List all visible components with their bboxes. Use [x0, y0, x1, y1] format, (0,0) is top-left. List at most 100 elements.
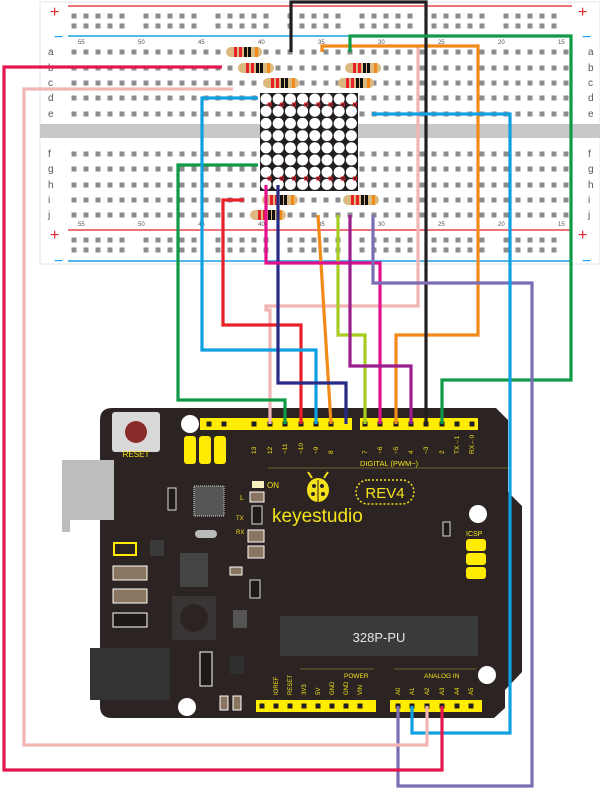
- power-pin[interactable]: [315, 703, 321, 709]
- rail-hole: [467, 247, 473, 253]
- digital-pin[interactable]: [454, 421, 460, 427]
- rail-hole: [71, 23, 77, 29]
- led-matrix: [260, 93, 358, 191]
- resistor: [338, 78, 374, 88]
- wire-pin3: [289, 0, 428, 424]
- breadboard-hole: [419, 80, 425, 86]
- analog-pin[interactable]: [468, 703, 474, 709]
- row-label-right: a: [588, 47, 594, 58]
- rail-hole: [503, 13, 509, 19]
- power-pin[interactable]: [329, 703, 335, 709]
- breadboard-hole: [251, 111, 257, 117]
- breadboard-hole: [479, 80, 485, 86]
- led-dot: [284, 105, 296, 117]
- breadboard-hole: [287, 65, 293, 71]
- rail-hole: [323, 237, 329, 243]
- breadboard-hole: [311, 49, 317, 55]
- breadboard-hole: [263, 49, 269, 55]
- breadboard-hole: [455, 197, 461, 203]
- resistor-smd-102: [251, 505, 263, 525]
- bottom-left-plus-label: +: [50, 227, 59, 244]
- rail-hole: [335, 23, 341, 29]
- rail-hole: [287, 247, 293, 253]
- mounting-hole: [178, 698, 196, 716]
- column-number: 35: [318, 222, 325, 228]
- breadboard-hole: [203, 151, 209, 157]
- analog-pin-label: A5: [469, 687, 475, 695]
- digital-pin[interactable]: [251, 421, 257, 427]
- breadboard-hole: [431, 166, 437, 172]
- led-dot: [345, 105, 357, 117]
- digital-pin[interactable]: [469, 421, 475, 427]
- rail-hole: [191, 247, 197, 253]
- breadboard-hole: [131, 49, 137, 55]
- breadboard-hole: [323, 65, 329, 71]
- led-dot: [321, 166, 333, 178]
- breadboard-hole: [215, 151, 221, 157]
- rail-hole: [287, 237, 293, 243]
- rail-hole: [299, 13, 305, 19]
- led-dot: [260, 93, 272, 105]
- breadboard-hole: [467, 95, 473, 101]
- rail-hole: [191, 237, 197, 243]
- led-dot: [321, 178, 333, 190]
- led-dot: [284, 117, 296, 129]
- icsp-header-1: [184, 436, 226, 464]
- rail-hole: [95, 13, 101, 19]
- power-pin[interactable]: [357, 703, 363, 709]
- power-pin[interactable]: [273, 703, 279, 709]
- rail-hole: [395, 247, 401, 253]
- digital-pin[interactable]: [206, 421, 212, 427]
- rail-hole: [299, 247, 305, 253]
- digital-pin[interactable]: [221, 421, 227, 427]
- rail-hole: [167, 13, 173, 19]
- breadboard-hole: [479, 65, 485, 71]
- breadboard-hole: [491, 212, 497, 218]
- power-pin[interactable]: [343, 703, 349, 709]
- reset-button-cap[interactable]: [125, 421, 147, 443]
- rail-hole: [503, 237, 509, 243]
- breadboard-hole: [107, 95, 113, 101]
- breadboard-hole: [251, 182, 257, 188]
- breadboard-hole: [563, 166, 569, 172]
- breadboard-hole: [515, 80, 521, 86]
- breadboard-hole: [167, 80, 173, 86]
- breadboard-hole: [167, 111, 173, 117]
- column-number: 35: [318, 40, 325, 46]
- rail-hole: [407, 23, 413, 29]
- breadboard-hole: [383, 95, 389, 101]
- power-pin[interactable]: [287, 703, 293, 709]
- breadboard-hole: [215, 166, 221, 172]
- power-pin[interactable]: [259, 703, 265, 709]
- breadboard-hole: [299, 65, 305, 71]
- analog-pin[interactable]: [454, 703, 460, 709]
- breadboard-hole: [551, 197, 557, 203]
- breadboard-hole: [359, 151, 365, 157]
- breadboard-hole: [491, 182, 497, 188]
- atmega-chip: [280, 616, 478, 656]
- breadboard-hole: [527, 95, 533, 101]
- rail-hole: [527, 247, 533, 253]
- breadboard-hole: [227, 182, 233, 188]
- led-dot: [333, 117, 345, 129]
- breadboard-hole: [227, 166, 233, 172]
- breadboard-hole: [479, 166, 485, 172]
- breadboard-hole: [419, 197, 425, 203]
- breadboard-hole: [179, 111, 185, 117]
- rail-hole: [503, 247, 509, 253]
- column-number: 50: [138, 40, 145, 46]
- rail-hole: [323, 13, 329, 19]
- led-dot: [297, 178, 309, 190]
- bottom-left-minus-label: −: [54, 253, 63, 270]
- rail-hole: [83, 237, 89, 243]
- power-pin[interactable]: [301, 703, 307, 709]
- breadboard-hole: [383, 197, 389, 203]
- smd-diode: [112, 612, 148, 628]
- led-dot: [309, 142, 321, 154]
- led-dot: [333, 142, 345, 154]
- rail-hole: [107, 13, 113, 19]
- rail-hole: [83, 23, 89, 29]
- breadboard-hole: [551, 80, 557, 86]
- breadboard-hole: [419, 182, 425, 188]
- brand-logo-text: keyestudio: [272, 506, 363, 527]
